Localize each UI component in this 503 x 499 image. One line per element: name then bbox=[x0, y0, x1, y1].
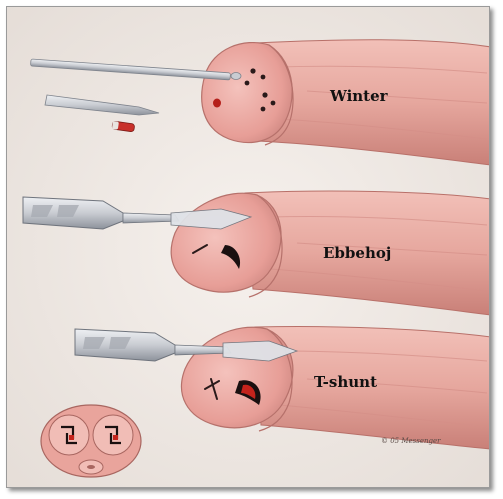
winter-puncture bbox=[250, 68, 256, 74]
tshunt-foreskin-edge bbox=[258, 328, 293, 432]
illustration-frame: Winter Ebbehoj T-shunt © 05 Messenger bbox=[6, 6, 490, 488]
label-ebbehoj: Ebbehoj bbox=[323, 244, 392, 262]
shunt-procedures-illustration bbox=[7, 7, 489, 487]
winter-meatus bbox=[213, 98, 221, 108]
winter-foreskin-edge bbox=[264, 44, 294, 146]
label-winter: Winter bbox=[330, 87, 388, 105]
shunt-bleed-left bbox=[69, 435, 74, 440]
ebbehoj-wound bbox=[221, 245, 241, 269]
tshunt-panel bbox=[74, 325, 489, 450]
winter-puncture bbox=[270, 100, 276, 106]
scalpel-grip-notches bbox=[83, 337, 131, 349]
ebbehoj-panel bbox=[22, 190, 489, 316]
biopsy-needle-tip bbox=[230, 72, 242, 80]
winter-shaft bbox=[254, 39, 489, 166]
scalpel-blade bbox=[222, 340, 299, 362]
winter-glans bbox=[201, 41, 293, 144]
winter-puncture bbox=[244, 80, 250, 86]
tshunt-shaft-veins bbox=[276, 350, 488, 428]
ebbehoj-shaft-veins bbox=[268, 215, 488, 292]
biopsy-needle-shaft bbox=[30, 58, 231, 81]
urethra bbox=[87, 465, 95, 469]
tissue-core-cap bbox=[112, 121, 119, 130]
winter-panel bbox=[30, 39, 489, 166]
tshunt-bleeding bbox=[241, 384, 256, 399]
ebbehoj-incision bbox=[192, 244, 208, 254]
scalpel-grip-notches bbox=[31, 205, 79, 217]
ebbehoj-shaft bbox=[244, 190, 489, 316]
scalpel-blade bbox=[170, 208, 253, 230]
artist-signature: © 05 Messenger bbox=[381, 437, 441, 445]
winter-puncture bbox=[260, 106, 266, 112]
shunt-bleed-right bbox=[113, 435, 118, 440]
winter-shaft-veins bbox=[276, 65, 488, 140]
cross-section-inset bbox=[40, 404, 142, 478]
winter-puncture bbox=[262, 92, 268, 98]
label-tshunt: T-shunt bbox=[314, 373, 377, 391]
needle-stylet bbox=[44, 94, 160, 116]
tshunt-t-incision bbox=[204, 378, 220, 400]
ebbehoj-foreskin-edge bbox=[248, 194, 283, 298]
winter-puncture bbox=[260, 74, 266, 80]
